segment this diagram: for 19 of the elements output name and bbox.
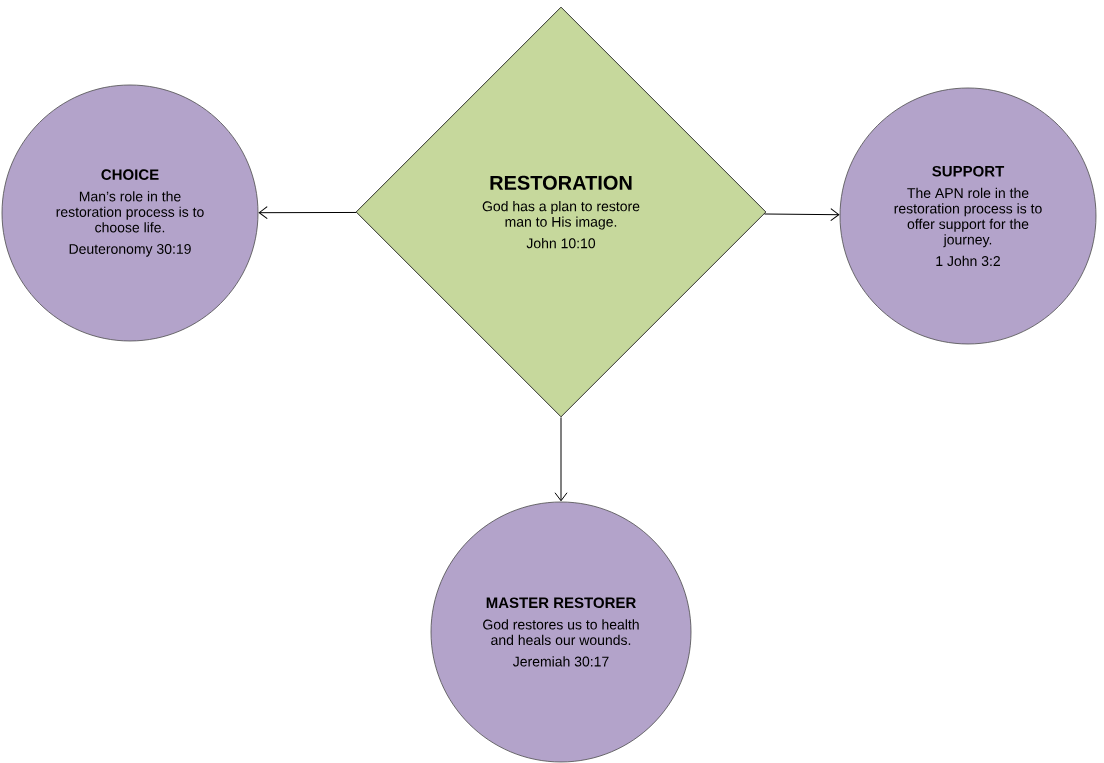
circle-node bbox=[839, 87, 1097, 345]
body-text: Man’s role in the restoration process is to choose life. bbox=[56, 191, 204, 233]
arrow bbox=[554, 416, 568, 502]
body-text: The APN role in the restoration process is to offer support for the journey. bbox=[894, 187, 1042, 248]
reference-text: Deuteronomy 30:19 bbox=[69, 244, 191, 257]
body-text: God restores us to health and heals our wounds. bbox=[483, 619, 639, 646]
heading-text: RESTORATION bbox=[490, 175, 632, 190]
heading-text: CHOICE bbox=[101, 169, 159, 180]
decision-diamond bbox=[355, 6, 767, 418]
reference-text: Jeremiah 30:17 bbox=[512, 656, 609, 667]
circle-node bbox=[1, 84, 259, 342]
heading-text: SUPPORT bbox=[932, 165, 1005, 177]
reference-text: John 10:10 bbox=[526, 238, 596, 249]
arrow bbox=[763, 208, 840, 222]
heading-text: MASTER RESTORER bbox=[486, 597, 636, 609]
arrow bbox=[258, 206, 357, 220]
body-text: God has a plan to restore man to His image. bbox=[482, 201, 640, 230]
reference-text: 1 John 3:2 bbox=[936, 255, 1000, 267]
circle-node bbox=[430, 501, 692, 763]
